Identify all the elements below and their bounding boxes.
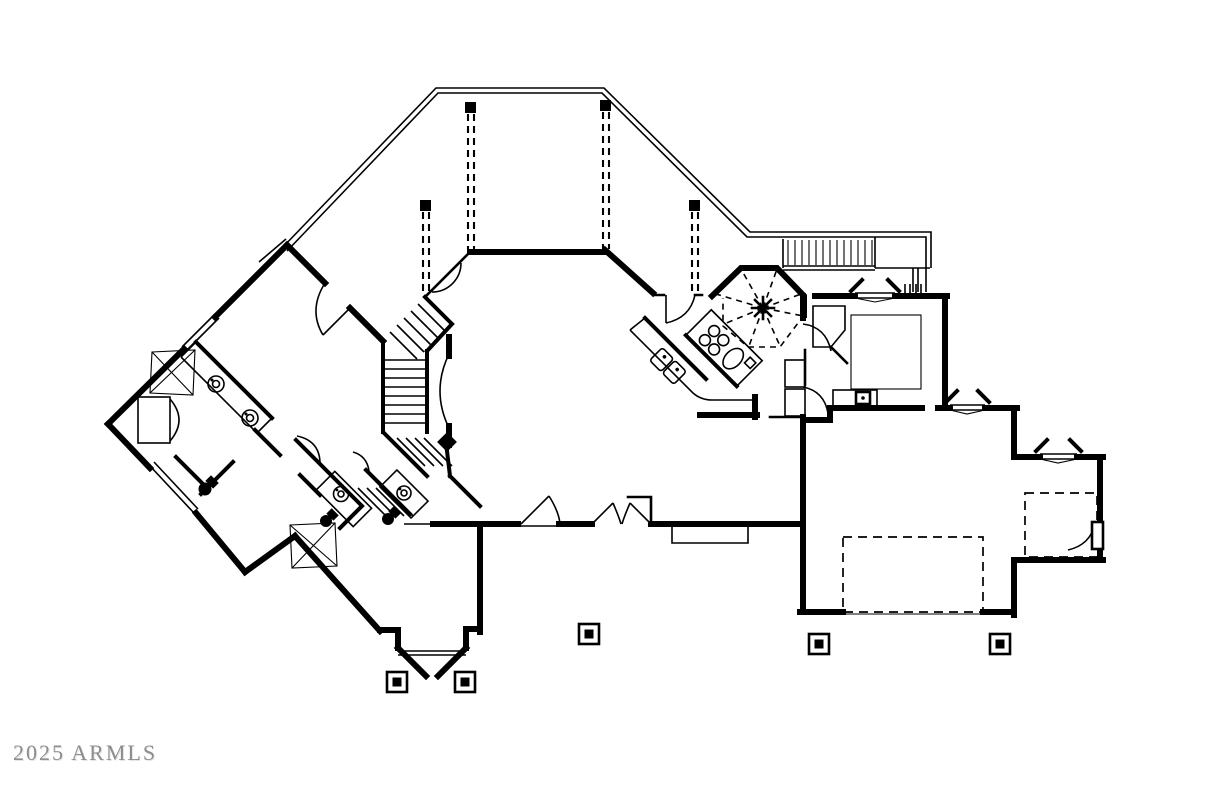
post-icon	[988, 632, 1012, 656]
vanity-sink-icon	[396, 485, 412, 501]
entry-porch	[393, 643, 471, 681]
garage-door-dashed	[842, 536, 984, 613]
vanity-counter	[378, 468, 430, 520]
vanity-sink-icon	[241, 409, 259, 427]
post-icon	[807, 632, 831, 656]
bathtub-icon	[137, 396, 180, 444]
linen-shelves	[357, 487, 414, 517]
patio-posts	[577, 622, 1012, 656]
deck-outline	[258, 87, 932, 268]
guest-closet-dashed	[1024, 492, 1098, 558]
master-suite	[137, 339, 323, 498]
ceiling-line	[850, 314, 922, 390]
vanity-sink-icon	[332, 485, 350, 503]
exterior-walls	[103, 240, 1106, 651]
vanity-sink-icon	[207, 375, 225, 393]
ceiling-fan-icon	[750, 295, 776, 321]
shower-icon	[289, 522, 338, 569]
watermark: 2025 ARMLS	[13, 740, 158, 765]
door-swings	[296, 262, 832, 527]
exterior-stoop	[671, 527, 749, 544]
post-icon	[453, 670, 477, 694]
deck-posts	[420, 100, 700, 291]
secondary-baths	[289, 437, 483, 569]
toilet-icon	[382, 506, 401, 525]
kitchen-sink-icon	[650, 348, 686, 384]
porch-posts	[385, 670, 477, 694]
post-icon	[385, 670, 409, 694]
kitchen-counter-wall	[642, 315, 709, 382]
vanity-counter	[315, 470, 373, 528]
toilet-icon	[320, 508, 339, 527]
guest-room	[1024, 492, 1105, 558]
windows	[149, 277, 1084, 514]
shower-icon	[149, 349, 196, 396]
deck-stairs	[782, 237, 930, 292]
pantry-cabinets	[784, 293, 807, 417]
switchback-staircase	[381, 294, 457, 479]
wet-bar-sink-icon	[832, 389, 878, 407]
kitchen	[629, 293, 807, 420]
corner-closet	[812, 305, 846, 348]
kitchen-island-cooktop	[682, 308, 764, 390]
door-leaf	[1090, 520, 1105, 551]
garage	[842, 536, 984, 613]
post-icon	[577, 622, 601, 646]
right-room	[812, 305, 922, 407]
